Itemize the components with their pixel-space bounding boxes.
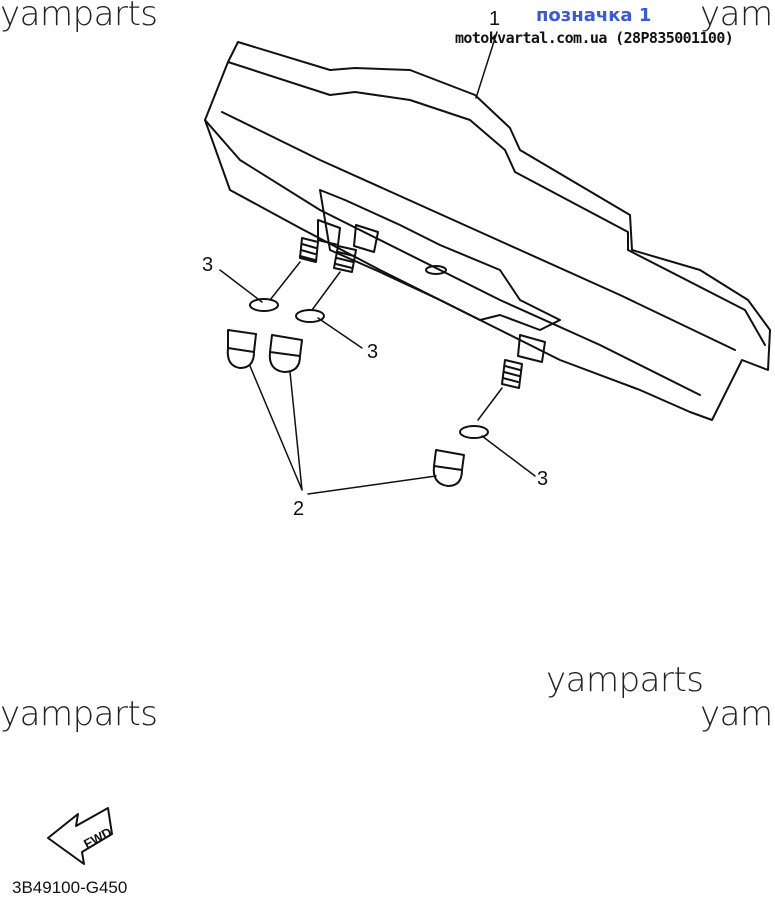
acorn-nut-left (226, 329, 257, 369)
washer-left (249, 298, 279, 312)
leader-part3a (219, 269, 263, 303)
callout-part-2: 2 (293, 498, 305, 520)
watermark: yamparts (0, 694, 158, 734)
callout-part-1: 1 (489, 8, 501, 30)
stud-left (299, 219, 341, 263)
stud-left-thread (299, 243, 317, 261)
meter-bezel-line (227, 61, 766, 346)
leader-part1 (475, 31, 498, 99)
leader-part3b (317, 317, 363, 349)
leader-part3c (481, 435, 536, 477)
meter-case-bottom (204, 119, 701, 396)
meter-bottom-housing (319, 189, 561, 331)
diagram-label-title: позначка 1 (536, 5, 652, 26)
meter-slot (425, 265, 447, 275)
fwd-label: FWD (81, 824, 114, 851)
source-link[interactable]: motokvartal.com.ua (28P835001100) (455, 29, 734, 47)
diagram-part-code: 3B49100-G450 (12, 878, 128, 897)
watermark: yamp (700, 0, 775, 34)
acorn-nut-middle (268, 334, 303, 373)
fwd-arrow-icon: FWD (47, 807, 114, 865)
callout-part-3: 3 (367, 341, 379, 363)
meter-rim-lower (221, 111, 736, 351)
watermark: yamparts (0, 0, 158, 34)
watermark: yamp (700, 694, 775, 734)
stud-right (501, 334, 546, 389)
washer-right (459, 425, 489, 439)
acorn-nut-right (432, 449, 465, 487)
stud-middle (333, 224, 379, 273)
stud-middle-thread (335, 251, 355, 269)
callout-part-3: 3 (537, 468, 549, 490)
leader-part2 (249, 365, 437, 495)
callout-part-3: 3 (202, 254, 214, 276)
stud-right-thread (502, 365, 521, 383)
watermark: yamparts (546, 660, 704, 700)
meter-case-outline (204, 41, 771, 421)
washer-middle (295, 309, 325, 323)
